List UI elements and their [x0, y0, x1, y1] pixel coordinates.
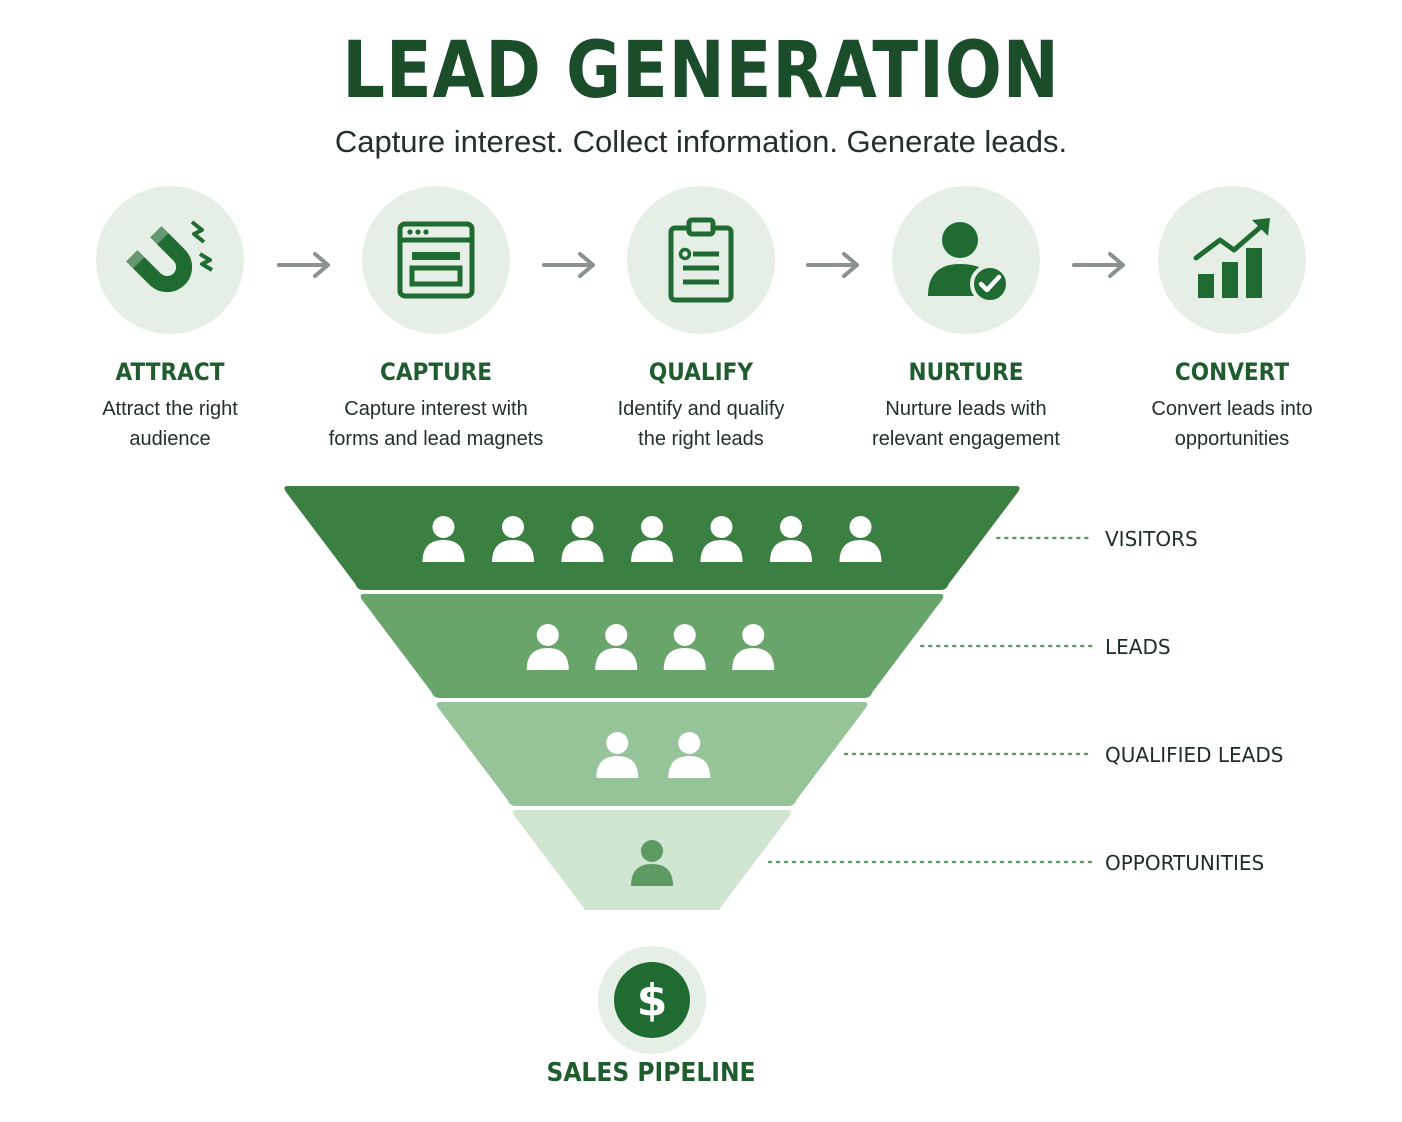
- funnel-level-label: LEADS: [1105, 635, 1171, 659]
- step-qualify-desc: Identify and qualify the right leads: [571, 394, 831, 454]
- step-attract-desc: Attract the right audience: [40, 394, 300, 454]
- step-attract: ATTRACT Attract the right audience: [40, 186, 300, 454]
- page-title: LEAD GENERATION: [342, 26, 1060, 116]
- step-convert-label: CONVERT: [1174, 358, 1290, 386]
- step-capture-label: CAPTURE: [379, 358, 493, 386]
- person-icon: [839, 516, 882, 562]
- arrow-right-icon: [542, 252, 595, 278]
- magnet-icon: [126, 220, 214, 293]
- person-icon: [770, 516, 812, 562]
- step-nurture-desc-line1: Nurture leads with: [885, 398, 1047, 420]
- growth-chart-icon: [1193, 218, 1270, 298]
- dollar-icon: $: [614, 962, 690, 1038]
- step-convert-desc-line1: Convert leads into: [1151, 398, 1313, 420]
- funnel-level-label: OPPORTUNITIES: [1105, 851, 1264, 875]
- person-icon: [668, 732, 711, 778]
- person-icon: [492, 516, 534, 562]
- sales-pipeline-circle: $: [598, 946, 706, 1054]
- step-qualify-label: QUALIFY: [648, 358, 754, 386]
- step-qualify-desc-line2: the right leads: [638, 428, 764, 450]
- arrow-right-icon: [806, 252, 859, 278]
- step-convert-circle: [1158, 186, 1306, 334]
- funnel-level-visitors: [284, 486, 1020, 590]
- step-attract-circle: [96, 186, 244, 334]
- sales-pipeline-label: SALES PIPELINE: [546, 1058, 756, 1088]
- step-qualify: QUALIFY Identify and qualify the right l…: [571, 186, 831, 454]
- arrow-right-icon: [1072, 252, 1125, 278]
- person-icon: [700, 516, 743, 562]
- person-icon: [595, 624, 638, 670]
- step-capture-desc-line2: forms and lead magnets: [328, 428, 544, 450]
- person-icon: [526, 624, 569, 670]
- svg-text:$: $: [637, 975, 668, 1026]
- step-capture-desc: Capture interest with forms and lead mag…: [306, 394, 566, 454]
- step-capture: CAPTURE Capture interest with forms and …: [306, 186, 566, 454]
- step-attract-desc-line2: audience: [129, 428, 211, 450]
- funnel-level-qualified-leads: [436, 702, 868, 806]
- step-nurture-label: NURTURE: [908, 358, 1024, 386]
- person-icon: [631, 516, 673, 562]
- page-subtitle: Capture interest. Collect information. G…: [334, 124, 1068, 159]
- funnel-level-label: QUALIFIED LEADS: [1105, 743, 1283, 767]
- funnel-level-opportunities: [512, 810, 792, 910]
- step-qualify-circle: [627, 186, 775, 334]
- step-attract-desc-line1: Attract the right: [102, 398, 238, 420]
- lead-funnel: VISITORS LEADS QUALIFIED LEADS OPPORTUNITIE…: [284, 486, 1283, 910]
- step-nurture-desc: Nurture leads with relevant engagement: [836, 394, 1096, 454]
- step-convert-desc-line2: opportunities: [1174, 428, 1290, 450]
- person-icon: [422, 516, 465, 562]
- step-capture-circle: [362, 186, 510, 334]
- person-icon: [732, 624, 775, 670]
- step-attract-label: ATTRACT: [115, 358, 225, 386]
- step-nurture-circle: [892, 186, 1040, 334]
- step-nurture: NURTURE Nurture leads with relevant enga…: [836, 186, 1096, 454]
- clipboard-icon: [668, 217, 734, 303]
- step-nurture-desc-line2: relevant engagement: [872, 428, 1060, 450]
- form-icon: [397, 221, 475, 299]
- user-check-icon: [928, 222, 1010, 304]
- person-icon: [561, 516, 604, 562]
- funnel-band: [436, 702, 868, 806]
- step-convert-desc: Convert leads into opportunities: [1102, 394, 1362, 454]
- funnel-band: [360, 594, 944, 698]
- funnel-level-leads: [360, 594, 944, 698]
- funnel-level-label: VISITORS: [1105, 527, 1198, 551]
- step-convert: CONVERT Convert leads into opportunities: [1102, 186, 1362, 454]
- person-icon: [631, 840, 673, 886]
- step-capture-desc-line1: Capture interest with: [344, 398, 528, 420]
- person-icon: [663, 624, 706, 670]
- person-icon: [596, 732, 639, 778]
- step-qualify-desc-line1: Identify and qualify: [617, 398, 785, 420]
- arrow-right-icon: [277, 252, 330, 278]
